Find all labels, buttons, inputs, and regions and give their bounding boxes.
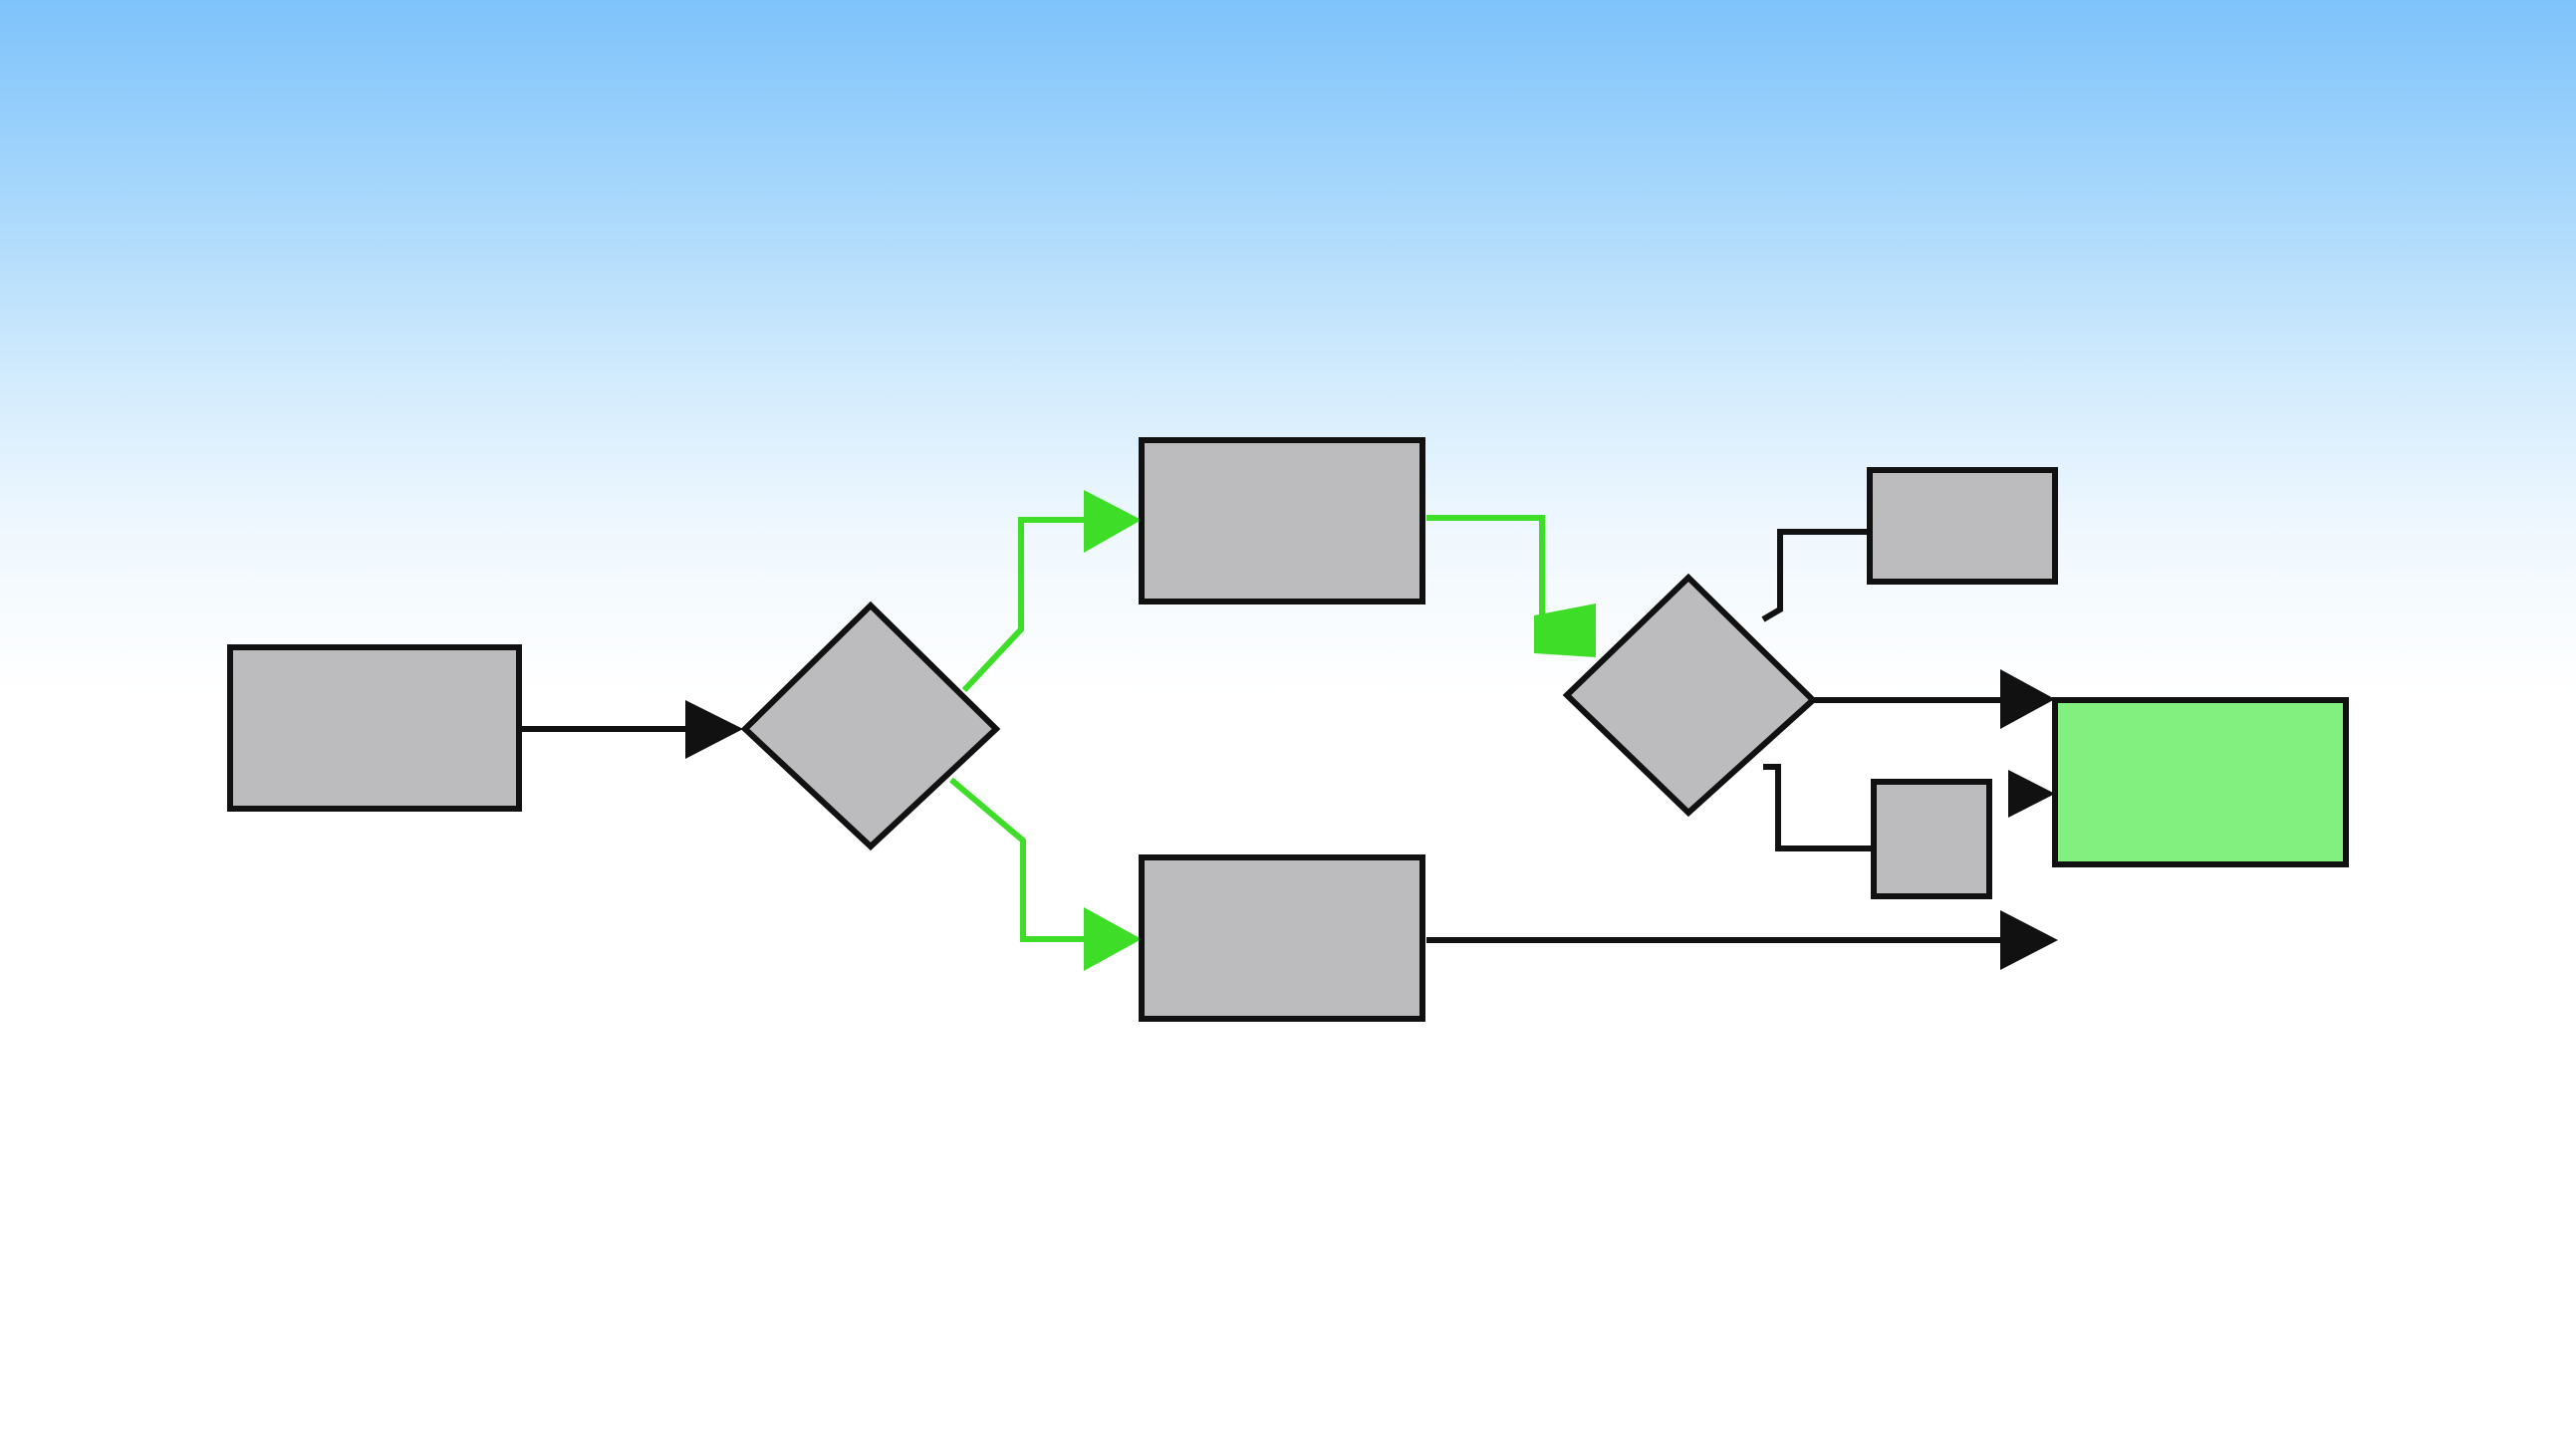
arrowhead-decision-1-to-lower-process xyxy=(1084,907,1142,971)
edge-decision-1-to-upper-process xyxy=(961,517,1086,693)
arrowhead-decision-1-to-upper-process xyxy=(1084,490,1142,553)
arrowhead-decision-2-to-end-terminal xyxy=(2000,669,2055,729)
arrowhead-lower-process-to-end xyxy=(2000,910,2058,970)
arrowhead-small-process-to-end-terminal xyxy=(2008,770,2055,818)
small-process-box xyxy=(1871,779,1992,899)
edge-decision-1-to-lower-process xyxy=(949,777,1086,942)
edge-decision-2-to-top-right-process xyxy=(1761,529,1868,622)
decision-1-diamond xyxy=(740,601,1001,851)
end-terminal-box xyxy=(2052,697,2349,867)
decision-2-diamond xyxy=(1562,573,1818,818)
start-process-box xyxy=(227,644,522,812)
arrowhead-start-to-decision-1 xyxy=(685,700,743,759)
arrowhead-upper-process-to-decision-2 xyxy=(1534,604,1596,657)
top-right-process-box xyxy=(1867,467,2058,585)
edges xyxy=(519,490,2058,971)
edge-decision-2-to-small-process xyxy=(1763,764,1873,851)
nodes xyxy=(227,437,2349,1022)
upper-process-box xyxy=(1139,437,1425,604)
lower-process-box xyxy=(1139,854,1425,1022)
edge-upper-process-to-decision-2 xyxy=(1426,515,1545,615)
